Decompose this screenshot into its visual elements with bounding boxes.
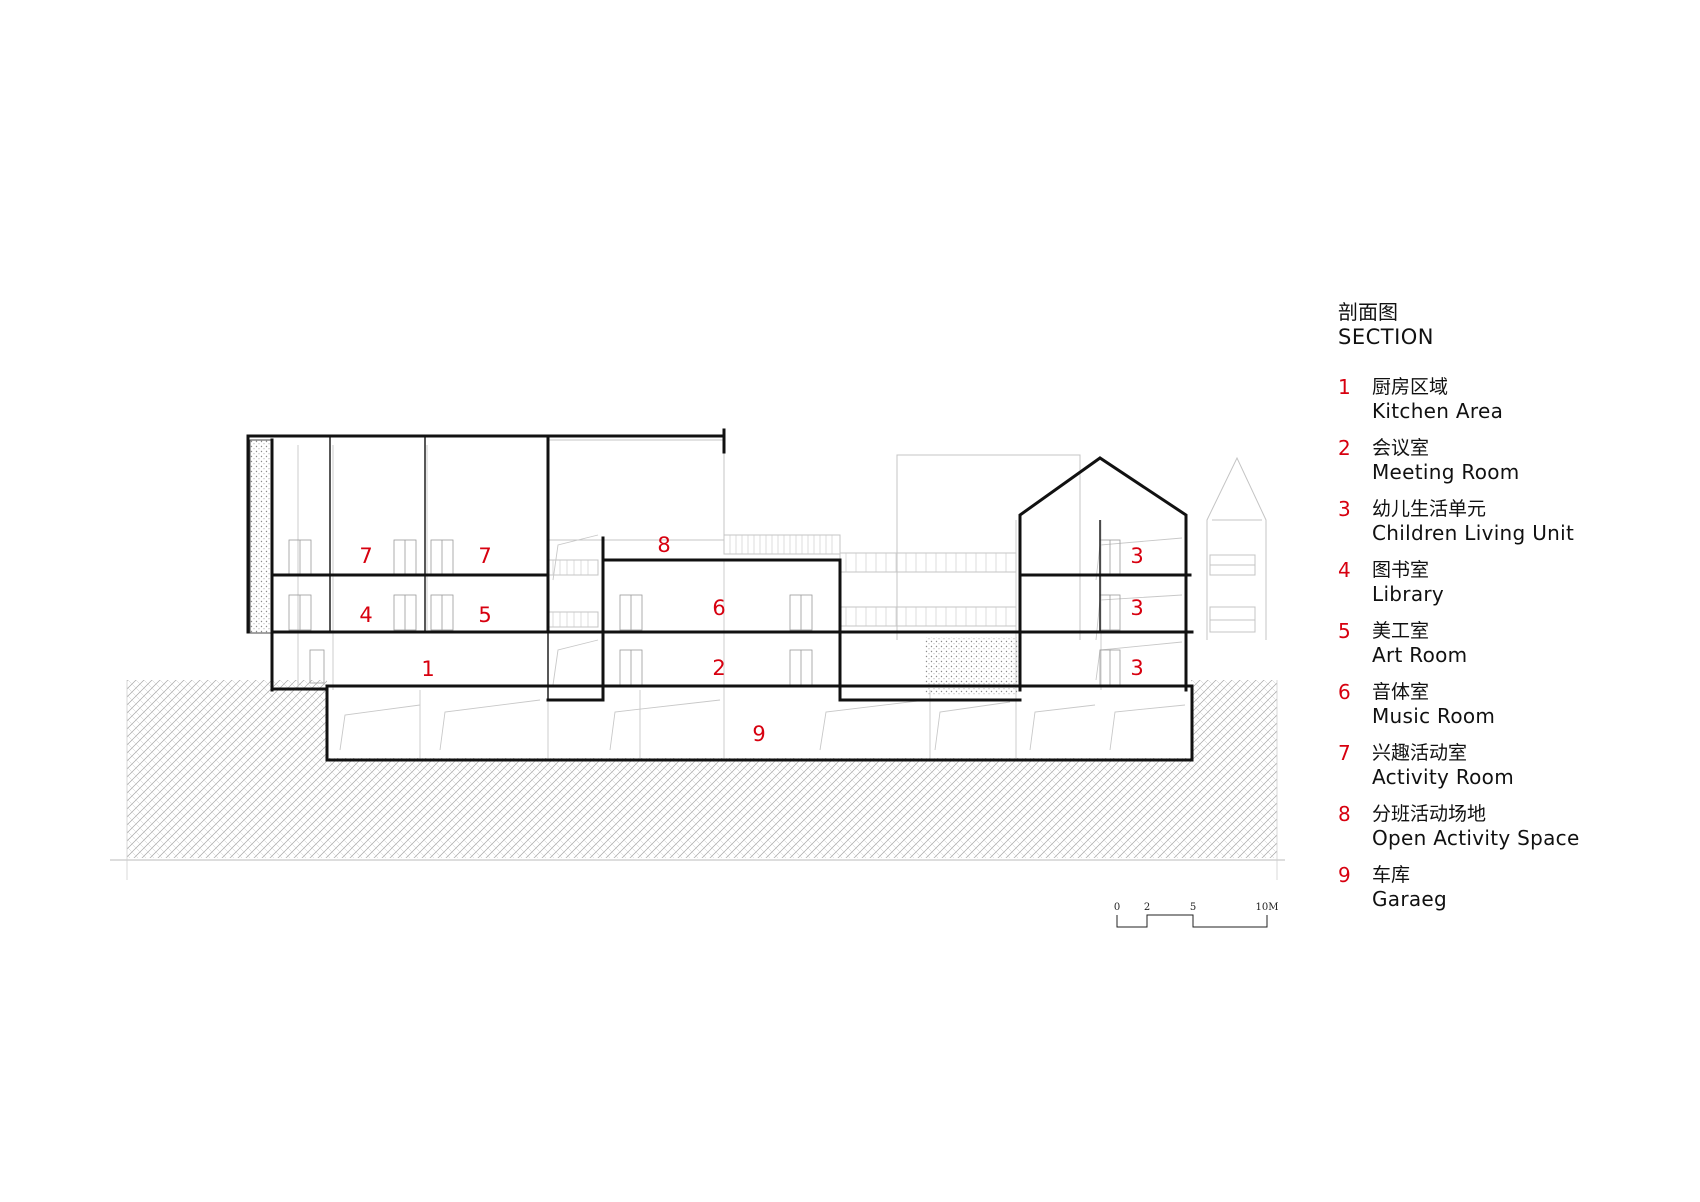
legend-num: 8 bbox=[1338, 802, 1351, 826]
scale-bar: 0 2 5 10M bbox=[1114, 902, 1279, 928]
room-tag: 3 bbox=[1130, 656, 1143, 680]
legend-item: 2 会议室 Meeting Room bbox=[1338, 436, 1678, 497]
legend-cn: 分班活动场地 bbox=[1372, 803, 1487, 825]
legend-num: 3 bbox=[1338, 497, 1351, 521]
legend-en: Garaeg bbox=[1372, 887, 1448, 911]
legend-en: Meeting Room bbox=[1372, 460, 1520, 484]
room-tag: 2 bbox=[712, 656, 725, 680]
room-tag: 3 bbox=[1130, 544, 1143, 568]
scale-tick: 10M bbox=[1256, 902, 1279, 913]
legend-num: 6 bbox=[1338, 680, 1351, 704]
legend-item: 9 车库 Garaeg bbox=[1338, 863, 1678, 924]
room-tag: 7 bbox=[478, 544, 491, 568]
legend-cn: 车库 bbox=[1372, 864, 1411, 886]
legend-item: 1 厨房区域 Kitchen Area bbox=[1338, 375, 1678, 436]
legend-cn: 美工室 bbox=[1372, 620, 1430, 642]
legend-item: 8 分班活动场地 Open Activity Space bbox=[1338, 802, 1678, 863]
legend-title-en: SECTION bbox=[1338, 325, 1435, 349]
legend-num: 5 bbox=[1338, 619, 1351, 643]
legend-en: Music Room bbox=[1372, 704, 1496, 728]
legend-en: Library bbox=[1372, 582, 1445, 606]
legend-item: 5 美工室 Art Room bbox=[1338, 619, 1678, 680]
legend-items: 1 厨房区域 Kitchen Area 2 会议室 Meeting Room 3… bbox=[1338, 375, 1678, 924]
legend-item: 3 幼儿生活单元 Children Living Unit bbox=[1338, 497, 1678, 558]
room-tag: 9 bbox=[752, 722, 765, 746]
legend-item: 4 图书室 Library bbox=[1338, 558, 1678, 619]
scale-tick: 0 bbox=[1114, 902, 1120, 913]
room-tags: 7 7 4 5 1 8 6 2 3 3 3 9 bbox=[359, 533, 1143, 746]
legend-en: Kitchen Area bbox=[1372, 399, 1504, 423]
legend: 剖面图 SECTION 1 厨房区域 Kitchen Area 2 会议室 Me… bbox=[1338, 300, 1678, 924]
legend-en: Open Activity Space bbox=[1372, 826, 1580, 850]
facade-screen bbox=[249, 439, 273, 634]
room-tag: 4 bbox=[359, 603, 372, 627]
legend-num: 4 bbox=[1338, 558, 1351, 582]
room-tag: 6 bbox=[712, 596, 725, 620]
legend-num: 9 bbox=[1338, 863, 1351, 887]
room-tag: 3 bbox=[1130, 596, 1143, 620]
legend-num: 7 bbox=[1338, 741, 1351, 765]
legend-item: 7 兴趣活动室 Activity Room bbox=[1338, 741, 1678, 802]
section-cut-thin bbox=[271, 436, 1101, 700]
legend-cn: 音体室 bbox=[1372, 681, 1430, 703]
legend-en: Children Living Unit bbox=[1372, 521, 1575, 545]
legend-num: 1 bbox=[1338, 375, 1351, 399]
railing-balusters bbox=[552, 535, 1007, 627]
legend-cn: 厨房区域 bbox=[1372, 376, 1449, 398]
legend-cn: 幼儿生活单元 bbox=[1372, 498, 1487, 520]
ground-hatch bbox=[110, 680, 1285, 880]
room-tag: 7 bbox=[359, 544, 372, 568]
legend-cn: 兴趣活动室 bbox=[1372, 742, 1468, 764]
room-tag: 8 bbox=[657, 533, 670, 557]
legend-title-cn: 剖面图 bbox=[1338, 300, 1398, 324]
door-symbols bbox=[288, 539, 1121, 686]
legend-en: Activity Room bbox=[1372, 765, 1515, 789]
scale-tick: 5 bbox=[1190, 902, 1196, 913]
legend-cn: 会议室 bbox=[1372, 437, 1430, 459]
legend-num: 2 bbox=[1338, 436, 1351, 460]
legend-en: Art Room bbox=[1372, 643, 1468, 667]
room-tag: 1 bbox=[421, 657, 434, 681]
room-tag: 5 bbox=[478, 603, 491, 627]
scale-tick: 2 bbox=[1144, 902, 1150, 913]
legend-cn: 图书室 bbox=[1372, 559, 1430, 581]
legend-item: 6 音体室 Music Room bbox=[1338, 680, 1678, 741]
section-cut-lines bbox=[246, 428, 1194, 762]
